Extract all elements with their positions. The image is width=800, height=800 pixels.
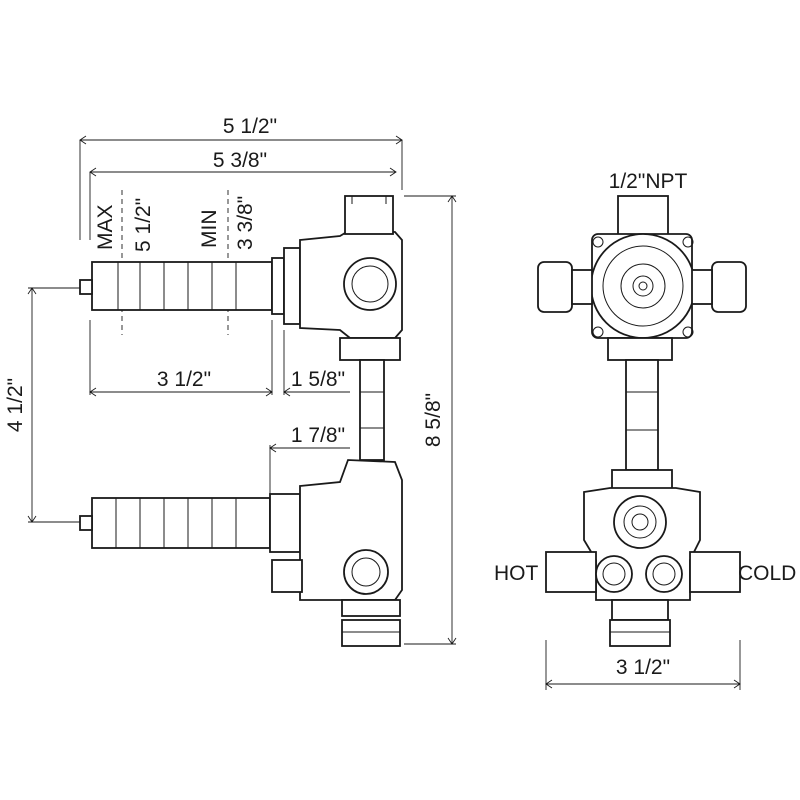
upper-stem	[79, 247, 301, 325]
label-cold: COLD	[738, 562, 796, 585]
upper-valve-body	[299, 195, 403, 361]
lower-stem	[79, 493, 301, 553]
lower-valve-body	[271, 459, 403, 647]
dim-overall-depth: 5 1/2"	[223, 115, 277, 138]
dim-valve-offset-upper: 1 5/8"	[291, 368, 345, 391]
dim-valve-offset-lower: 1 7/8"	[291, 424, 345, 447]
dim-depth-2: 5 3/8"	[213, 149, 267, 172]
lower-valve-front	[545, 487, 741, 647]
front-pipe	[611, 359, 673, 491]
label-hot: HOT	[494, 562, 539, 585]
upper-valve-front	[537, 195, 747, 361]
dim-min-label: MIN	[198, 210, 221, 249]
connecting-pipe	[359, 359, 385, 461]
dim-stem-length: 3 1/2"	[157, 368, 211, 391]
dim-max-value: 5 1/2"	[132, 198, 155, 252]
dim-inlet-spacing: 3 1/2"	[616, 656, 670, 679]
dim-max-label: MAX	[94, 204, 117, 250]
side-view: 5 1/2" 5 3/8" MAX 5 1/2" MIN 3 3/8" 3 1/…	[4, 115, 457, 647]
dim-vertical-spacing: 4 1/2"	[4, 378, 27, 432]
dim-overall-height: 8 5/8"	[422, 393, 445, 447]
front-view: 1/2"NPT HOT COLD 3 1/2"	[494, 170, 796, 690]
label-npt: 1/2"NPT	[609, 170, 688, 193]
dim-min-value: 3 3/8"	[234, 196, 257, 250]
